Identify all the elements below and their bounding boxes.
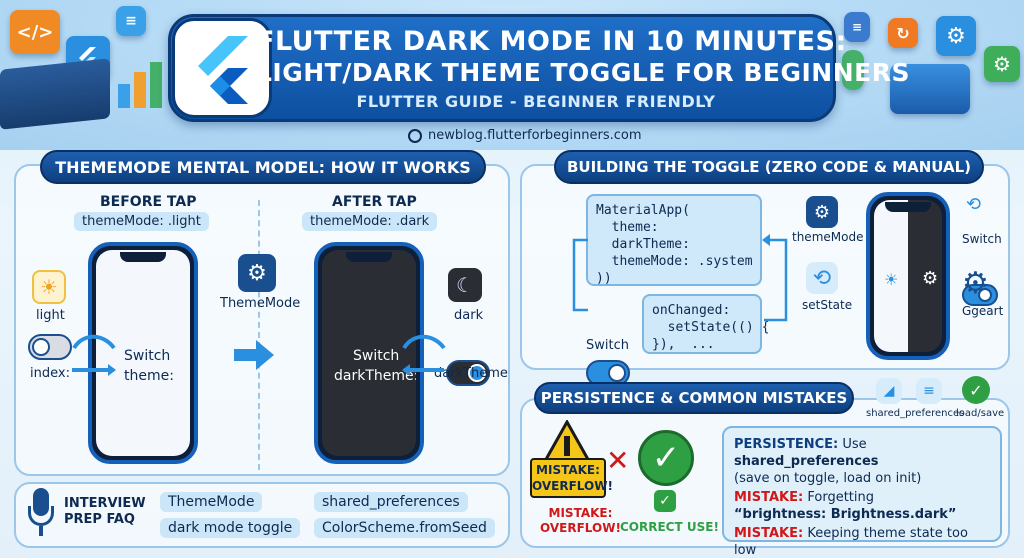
- transition-arrow-icon: [234, 340, 274, 370]
- page-title-line2: LIGHT/DARK THEME TOGGLE FOR BEGINNERS: [256, 58, 910, 87]
- title-banner: [168, 14, 836, 122]
- thememode-icon: ⚙: [806, 196, 838, 228]
- light-phone: Switch theme:: [88, 242, 198, 464]
- url-row: newblog.flutterforbeginners.com: [408, 128, 642, 143]
- before-tap-label: BEFORE TAP: [100, 194, 197, 210]
- faq-item-thememode[interactable]: ThemeMode: [160, 492, 263, 512]
- arrow-to-switch-icon: [72, 334, 116, 376]
- mistake1-prefix: MISTAKE:: [734, 490, 804, 505]
- thememode-label: ThemeMode: [220, 296, 301, 311]
- gear-label: Ggeart: [962, 304, 1004, 318]
- server-box-icon: [890, 64, 970, 114]
- divider-line: [258, 200, 260, 470]
- checkmark-icon: ✓: [962, 376, 990, 404]
- split-theme-phone: ☀ ⚙: [866, 192, 950, 360]
- dark-toggle[interactable]: [446, 360, 490, 386]
- thememode-gear-icon: ⚙: [238, 254, 276, 292]
- split-sun-icon: ☀: [884, 270, 899, 289]
- switch-darktheme-label: Switch darkTheme:: [334, 348, 416, 384]
- light-toggle[interactable]: [28, 334, 72, 360]
- faq-item-colorscheme[interactable]: ColorScheme.fromSeed: [314, 518, 495, 538]
- chat-bubble-icon: ≡: [116, 6, 146, 36]
- persistence-notes: PERSISTENCE: Use shared_preferences (sav…: [722, 426, 1002, 558]
- persistence-bold: shared_preferences: [734, 454, 879, 469]
- persistence-text-a: Use: [842, 437, 867, 452]
- small-check-icon: ✓: [654, 490, 676, 512]
- mistake2-prefix: MISTAKE:: [734, 526, 804, 541]
- building-toggle-title: BUILDING THE TOGGLE (ZERO CODE & MANUAL): [554, 150, 984, 184]
- sun-icon: ☀: [32, 270, 66, 304]
- bar-chart-icon: [118, 62, 168, 108]
- moon-icon: ☾: [448, 268, 482, 302]
- code-window-icon: </>: [10, 10, 60, 54]
- mistake-sign: MISTAKE: OVERFLOW!: [530, 458, 613, 498]
- document-icon: ≡: [844, 12, 870, 42]
- faq-title-line2: PREP FAQ: [64, 512, 135, 527]
- settings-gear-icon: ⚙: [936, 16, 976, 56]
- persistence-line: PERSISTENCE: Use shared_preferences: [734, 436, 990, 470]
- load-save-label: load/save: [956, 408, 1005, 419]
- persistence-prefix: PERSISTENCE:: [734, 437, 839, 452]
- mistake1-quote: “brightness: Brightness.dark”: [734, 507, 957, 522]
- faq-title: INTERVIEW PREP FAQ: [64, 496, 146, 528]
- refresh-icon: ↻: [888, 18, 918, 48]
- switch-right-toggle[interactable]: [962, 284, 998, 306]
- mistake-caption: MISTAKE: OVERFLOW!: [540, 506, 621, 535]
- switch-right-label: Switch: [962, 232, 1002, 246]
- arrow-to-dark-toggle-icon: [402, 334, 446, 376]
- faq-item-dark-mode-toggle[interactable]: dark mode toggle: [160, 518, 301, 538]
- globe-icon: [408, 128, 422, 143]
- light-label: light: [36, 308, 65, 323]
- before-thememode-chip: themeMode: .light: [74, 212, 209, 231]
- cylinder-icon: [842, 50, 864, 90]
- index-label: index:: [30, 366, 70, 381]
- setstate-label: setState: [802, 298, 853, 312]
- microphone-icon: [28, 488, 54, 540]
- mistake1-line: MISTAKE: Forgetting: [734, 489, 990, 506]
- mistake2-line: MISTAKE: Keeping theme state too low: [734, 525, 990, 558]
- dark-label: dark: [454, 308, 484, 323]
- flutter-file-icon: ◢: [876, 378, 902, 404]
- darktheme-label: darkTheme: [434, 366, 508, 381]
- thememode-right-label: themeMode: [792, 230, 864, 244]
- faq-title-line1: INTERVIEW: [64, 496, 146, 511]
- mental-model-title: THEMEMODE MENTAL MODEL: HOW IT WORKS: [40, 150, 486, 184]
- correct-use-caption: CORRECT USE!: [620, 520, 719, 534]
- persistence-text-b: (save on toggle, load on init): [734, 471, 922, 486]
- shared-preferences-label: shared_preferences: [866, 408, 965, 419]
- setstate-refresh-icon: ⟲: [806, 262, 838, 294]
- document-file-icon: ≡: [916, 378, 942, 404]
- after-thememode-chip: themeMode: .dark: [302, 212, 438, 231]
- gear-outline-icon: ⚙: [962, 266, 989, 301]
- onchanged-code-block: onChanged: setState(() { }), ...: [642, 294, 769, 354]
- flow-arrows: [572, 234, 788, 322]
- switch-refresh-icon: ⟲: [966, 194, 982, 215]
- page-title-line1: FLUTTER DARK MODE IN 10 MINUTES:: [256, 26, 847, 57]
- blog-url[interactable]: newblog.flutterforbeginners.com: [428, 128, 642, 143]
- after-tap-label: AFTER TAP: [332, 194, 417, 210]
- switch-toggle[interactable]: [586, 360, 630, 386]
- faq-item-shared-preferences[interactable]: shared_preferences: [314, 492, 468, 512]
- laptop-icon: [0, 58, 110, 130]
- split-gear-icon: ⚙: [922, 268, 939, 289]
- big-check-icon: ✓: [638, 430, 694, 486]
- mistake1-text: Forgetting: [807, 490, 874, 505]
- settings-gear-green-icon: ⚙: [984, 46, 1020, 82]
- page-subtitle: FLUTTER GUIDE - BEGINNER FRIENDLY: [356, 92, 716, 111]
- persistence-title: PERSISTENCE & COMMON MISTAKES: [534, 382, 854, 414]
- flutter-logo-icon: [172, 18, 272, 118]
- red-x-icon: ✕: [606, 444, 630, 477]
- switch-theme-label: Switch theme:: [124, 348, 174, 384]
- switch-label: Switch: [586, 338, 629, 353]
- mistake2-text: Keeping theme state too low: [734, 526, 968, 558]
- dark-phone: Switch darkTheme:: [314, 242, 424, 464]
